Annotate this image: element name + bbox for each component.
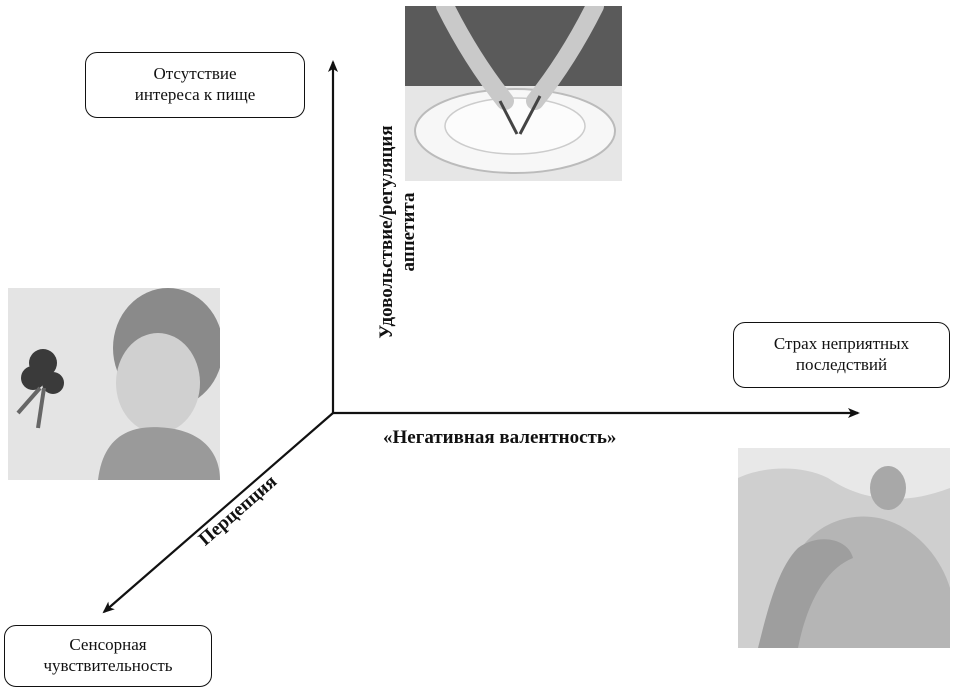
box-sensory-sensitivity: Сенсорная чувствительность bbox=[4, 625, 212, 687]
horizontal-axis-label: «Негативная валентность» bbox=[383, 427, 616, 449]
vertical-axis-label-line2: аппетита bbox=[398, 102, 420, 362]
box-lack-of-interest: Отсутствие интереса к пище bbox=[85, 52, 305, 118]
box-sensory-line2: чувствительность bbox=[11, 655, 205, 676]
box-lack-of-interest-line1: Отсутствие bbox=[92, 63, 298, 84]
plate-photo bbox=[405, 6, 622, 181]
box-fear-of-consequences: Страх неприятных последствий bbox=[733, 322, 950, 388]
vertical-axis-label-line1: Удовольствие/регуляция bbox=[376, 102, 398, 362]
child-photo bbox=[8, 288, 220, 480]
vertical-axis-label: Удовольствие/регуляция аппетита bbox=[376, 102, 420, 362]
box-fear-line1: Страх неприятных bbox=[740, 333, 943, 354]
box-fear-line2: последствий bbox=[740, 354, 943, 375]
neck-photo bbox=[738, 448, 950, 648]
box-lack-of-interest-line2: интереса к пище bbox=[92, 84, 298, 105]
box-sensory-line1: Сенсорная bbox=[11, 634, 205, 655]
